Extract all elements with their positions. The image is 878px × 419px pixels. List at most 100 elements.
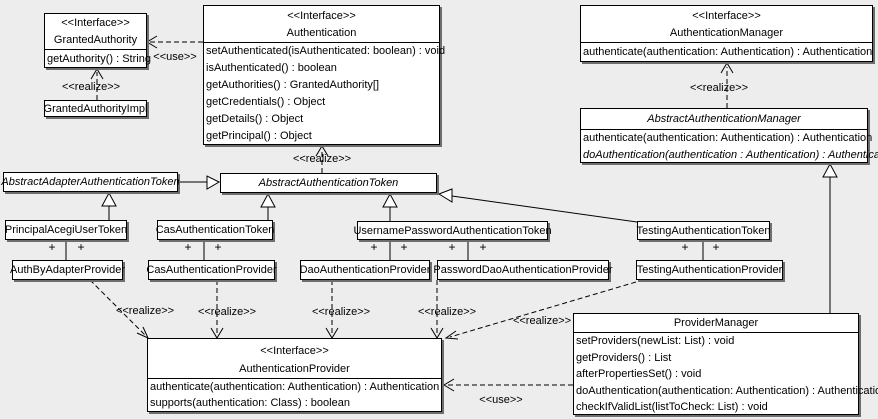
class-authentication[interactable]: <<Interface>> Authentication setAuthenti… xyxy=(203,5,446,145)
class-abstract-adapter-authentication-token[interactable]: AbstractAdapterAuthenticationToken xyxy=(1,172,180,192)
class-name: DaoAuthenticationProvider xyxy=(299,264,431,276)
method-row: getAuthorities() : GrantedAuthority[] xyxy=(206,79,380,91)
methods-compartment: getAuthority() : String xyxy=(45,49,151,68)
realize-edge-abstractauthenticationmanager xyxy=(720,62,734,108)
class-name: AbstractAdapterAuthenticationToken xyxy=(1,176,180,188)
class-abstract-authentication-manager[interactable]: AbstractAuthenticationManager authentica… xyxy=(580,108,878,164)
class-name: TestingAuthenticationToken xyxy=(636,224,771,237)
association-plus-marker: + xyxy=(712,240,720,254)
method-row: getProviders() : List xyxy=(576,351,672,364)
stereotype-label: <<Interface>> xyxy=(287,10,356,22)
generalization-edge-cas-token xyxy=(260,192,276,220)
realize-label: <<realize>> xyxy=(689,82,749,94)
class-name: TestingAuthenticationProvider xyxy=(636,264,783,276)
association-plus-marker: + xyxy=(184,240,192,254)
method-row: getPrincipal() : Object xyxy=(206,130,312,142)
class-name: PrincipalAcegiUserToken xyxy=(4,224,128,236)
method-row: authenticate(authentication: Authenticat… xyxy=(150,381,440,393)
use-label: <<use>> xyxy=(479,394,523,406)
class-name: ProviderManager xyxy=(673,317,759,329)
stereotype-label: <<Interface>> xyxy=(61,17,130,29)
class-authentication-manager[interactable]: <<Interface>> AuthenticationManager auth… xyxy=(580,5,873,62)
class-name: PasswordDaoAuthenticationProvider xyxy=(433,264,613,276)
association-plus-marker: + xyxy=(479,240,487,254)
method-row: supports(authentication: Class) : boolea… xyxy=(150,397,350,409)
class-name: Authentication xyxy=(286,27,357,39)
class-username-password-authentication-token[interactable]: UsernamePasswordAuthenticationToken xyxy=(353,221,552,240)
class-dao-authentication-provider[interactable]: DaoAuthenticationProvider xyxy=(300,260,430,280)
association-plus-marker: + xyxy=(370,240,378,254)
realize-label: <<realize>> xyxy=(417,306,477,318)
realize-label: <<realize>> xyxy=(512,315,572,327)
method-row: getCredentials() : Object xyxy=(206,96,326,108)
class-abstract-authentication-token[interactable]: AbstractAuthenticationToken xyxy=(220,173,437,193)
method-row: checkIfValidList(listToCheck: List) : vo… xyxy=(576,401,768,414)
association-plus-marker: + xyxy=(400,240,408,254)
class-testing-authentication-token[interactable]: TestingAuthenticationToken xyxy=(637,221,770,240)
class-auth-by-adapter-provider[interactable]: AuthByAdapterProvider xyxy=(10,260,125,280)
generalization-edge-principal-token xyxy=(101,191,117,220)
realize-label: <<realize>> xyxy=(115,305,175,317)
generalization-edge-providermanager xyxy=(822,162,838,313)
class-principal-acegi-user-token[interactable]: PrincipalAcegiUserToken xyxy=(5,220,127,240)
class-name: AuthenticationManager xyxy=(669,27,784,39)
class-testing-authentication-provider[interactable]: TestingAuthenticationProvider xyxy=(636,260,783,280)
generalization-edge-testing-token xyxy=(437,188,638,223)
method-row: authenticate(authentication: Authenticat… xyxy=(583,132,873,144)
class-name: GrantedAuthorityImpl xyxy=(43,102,148,115)
stereotype-label: <<Interface>> xyxy=(692,10,761,22)
class-title: AbstractAuthenticationManager xyxy=(581,109,867,129)
class-cas-authentication-provider[interactable]: CasAuthenticationProvider xyxy=(146,260,277,280)
methods-compartment: authenticate(authentication: Authenticat… xyxy=(581,42,872,61)
class-title: <<Interface>> AuthenticationManager xyxy=(581,6,872,42)
realize-edge-grantedauthorityimpl xyxy=(90,68,104,100)
class-provider-manager[interactable]: ProviderManager setProviders(newList: Li… xyxy=(573,313,878,416)
class-password-dao-authentication-provider[interactable]: PasswordDaoAuthenticationProvider xyxy=(433,260,613,280)
class-name: AbstractAuthenticationManager xyxy=(647,113,801,125)
class-title: ProviderManager xyxy=(574,314,858,332)
methods-compartment: authenticate(authentication: Authenticat… xyxy=(148,378,441,411)
methods-compartment: authenticate(authentication: Authenticat… xyxy=(581,129,878,164)
realize-label: <<realize>> xyxy=(292,153,352,165)
realize-label: <<realize>> xyxy=(311,306,371,318)
association-plus-marker: + xyxy=(214,240,222,254)
class-granted-authority-impl[interactable]: GrantedAuthorityImpl xyxy=(44,100,147,117)
realize-edge-testingauthenticationprovider xyxy=(444,281,637,340)
class-cas-authentication-token[interactable]: CasAuthenticationToken xyxy=(155,220,275,240)
class-name: CasAuthenticationToken xyxy=(155,224,275,236)
association-plus-marker: + xyxy=(681,240,689,254)
method-row: doAuthentication(authentication : Authen… xyxy=(583,149,878,161)
method-row: setAuthenticated(isAuthenticated: boolea… xyxy=(206,45,446,57)
class-granted-authority[interactable]: <<Interface>> GrantedAuthority getAuthor… xyxy=(44,13,151,68)
association-plus-marker: + xyxy=(448,240,456,254)
class-name: CasAuthenticationProvider xyxy=(146,264,277,276)
class-title: <<Interface>> AuthenticationProvider xyxy=(148,339,441,378)
method-row: authenticate(authentication: Authenticat… xyxy=(583,46,873,58)
class-authentication-provider[interactable]: <<Interface>> AuthenticationProvider aut… xyxy=(147,338,442,412)
class-name: UsernamePasswordAuthenticationToken xyxy=(353,224,552,237)
class-name: AuthenticationProvider xyxy=(239,363,350,375)
use-label: <<use>> xyxy=(153,51,197,63)
class-name: AuthByAdapterProvider xyxy=(10,264,125,276)
method-row: setProviders(newList: List) : void xyxy=(576,335,735,347)
realize-label: <<realize>> xyxy=(61,81,121,93)
realize-edge-abstractauthenticationtoken xyxy=(315,145,329,173)
use-edge-authentication-grantedauthority xyxy=(146,35,203,49)
class-title: <<Interface>> GrantedAuthority xyxy=(45,14,146,49)
methods-compartment: setProviders(newList: List) : void getPr… xyxy=(574,332,878,416)
generalization-edge-adapter-token xyxy=(178,175,221,190)
realize-label: <<realize>> xyxy=(197,306,257,318)
stereotype-label: <<Interface>> xyxy=(260,345,329,357)
class-title: <<Interface>> Authentication xyxy=(204,6,439,42)
method-row: afterPropertiesSet() : void xyxy=(576,368,702,381)
generalization-edge-usernamepassword-token xyxy=(382,192,398,221)
class-name: GrantedAuthority xyxy=(53,34,138,46)
association-plus-marker: + xyxy=(77,240,85,254)
method-row: getDetails() : Object xyxy=(206,113,304,125)
association-plus-marker: + xyxy=(48,240,56,254)
use-edge-providermanager-authenticationprovider xyxy=(443,378,573,392)
methods-compartment: setAuthenticated(isAuthenticated: boolea… xyxy=(204,42,446,145)
method-row: doAuthentication(authentication: Authent… xyxy=(576,384,878,397)
